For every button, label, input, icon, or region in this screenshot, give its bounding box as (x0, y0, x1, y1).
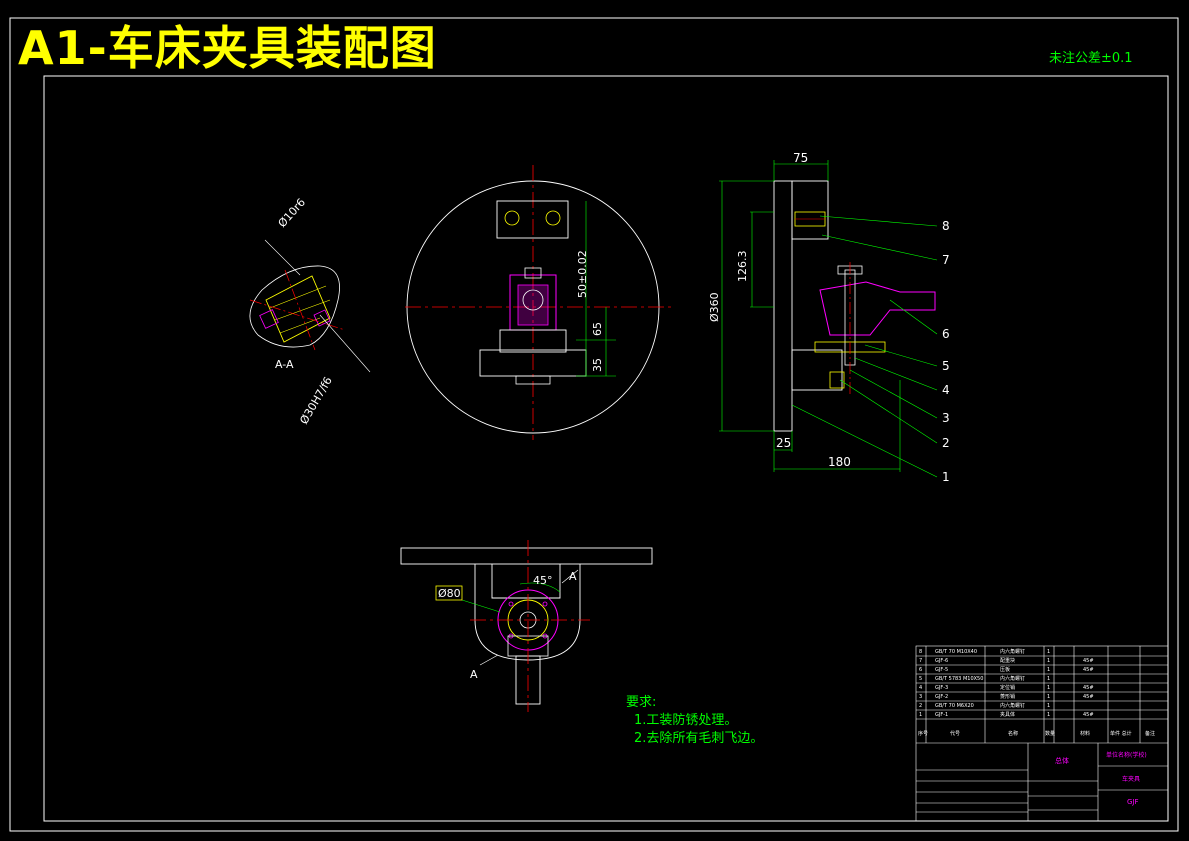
part-mat: 45# (1083, 712, 1094, 718)
part-mat: 45# (1083, 658, 1094, 664)
sheet-border (9, 17, 1179, 832)
part-code: GJF-6 (935, 658, 948, 664)
part-no: 6 (919, 667, 922, 673)
part-no: 5 (919, 676, 922, 682)
tolerance-note: 未注公差±0.1 (1049, 51, 1133, 66)
part-name: 菱形销 (1000, 693, 1015, 700)
part-code: GJF-5 (935, 667, 948, 673)
section-a-a-view (249, 239, 371, 373)
technical-requirements: 要求: 1.工装防锈处理。 2.去除所有毛刺飞边。 (626, 694, 763, 748)
balloon-6: 6 (942, 327, 950, 341)
part-qty: 1 (1047, 667, 1050, 673)
requirement-item: 2.去除所有毛刺飞边。 (634, 731, 764, 746)
dim-section-dia-top: Ø10r6 (276, 196, 309, 230)
part-no: 3 (919, 694, 922, 700)
section-label: A-A (275, 358, 294, 371)
balloon-2: 2 (942, 436, 950, 450)
dim-side-75: 75 (793, 151, 808, 165)
drawing-name: 车夹具 (1122, 775, 1140, 783)
part-qty: 1 (1047, 649, 1050, 655)
part-name: 定位销 (1000, 684, 1015, 691)
section-mark-a-bottom: A (470, 668, 478, 681)
balloon-8: 8 (942, 219, 950, 233)
dim-front-65: 65 (591, 322, 604, 336)
dim-bottom-dia: Ø80 (438, 587, 461, 600)
part-mat: 45# (1083, 667, 1094, 673)
front-view (405, 165, 675, 440)
part-qty: 1 (1047, 685, 1050, 691)
requirements-heading: 要求: (626, 695, 657, 710)
dim-section-dia-bottom: Ø30H7/f6 (297, 375, 335, 427)
header-qty: 数量 (1045, 730, 1055, 737)
assembly-name: 总体 (1055, 756, 1069, 765)
part-name: 夹具体 (1000, 711, 1015, 718)
header-name: 名称 (1008, 730, 1018, 737)
header-code: 代号 (950, 730, 960, 737)
header-note: 备注 (1145, 730, 1155, 737)
part-no: 7 (919, 658, 922, 664)
dim-side-dia: Ø360 (708, 292, 721, 322)
part-code: GB/T 5783 M10X50 (935, 676, 983, 682)
part-no: 8 (919, 649, 922, 655)
header-weight: 单件 总计 (1110, 730, 1132, 737)
dim-side-126: 126.3 (736, 251, 749, 283)
part-qty: 1 (1047, 703, 1050, 709)
requirement-item: 1.工装防锈处理。 (634, 713, 738, 728)
part-no: 1 (919, 712, 922, 718)
header-no: 序号 (918, 730, 928, 737)
dim-front-position: 50±0.02 (576, 250, 589, 298)
part-name: 内六角螺钉 (1000, 648, 1025, 655)
part-no: 2 (919, 703, 922, 709)
part-name: 压板 (1000, 666, 1010, 673)
balloon-1: 1 (942, 470, 950, 484)
dim-side-180: 180 (828, 455, 851, 469)
part-qty: 1 (1047, 712, 1050, 718)
balloon-7: 7 (942, 253, 950, 267)
part-code: GB/T 70 M6X20 (935, 703, 974, 709)
part-mat: 45# (1083, 685, 1094, 691)
dim-front-35: 35 (591, 358, 604, 372)
part-qty: 1 (1047, 658, 1050, 664)
sheet-title: A1-车床夹具装配图 (18, 21, 437, 75)
balloon-5: 5 (942, 359, 950, 373)
balloon-3: 3 (942, 411, 950, 425)
balloon-4: 4 (942, 383, 950, 397)
part-name: 内六角螺钉 (1000, 675, 1025, 682)
part-code: GJF-3 (935, 685, 948, 691)
part-qty: 1 (1047, 676, 1050, 682)
section-mark-a-top: A (569, 570, 577, 583)
title-block (915, 645, 1169, 822)
unit-name: 单位名称(学校) (1106, 751, 1147, 759)
part-code: GJF-1 (935, 712, 948, 718)
part-name: 内六角螺钉 (1000, 702, 1025, 709)
part-qty: 1 (1047, 694, 1050, 700)
dim-side-25: 25 (776, 436, 791, 450)
part-no: 4 (919, 685, 922, 691)
header-mat: 材料 (1080, 730, 1090, 737)
parts-list: 8 GB/T 70 M10X40 内六角螺钉 1 7 GJF-6 配重块 1 4… (918, 648, 1155, 737)
part-mat: 45# (1083, 694, 1094, 700)
part-code: GB/T 70 M10X40 (935, 649, 977, 655)
drawing-code: GJF (1127, 798, 1139, 806)
inner-border (43, 75, 1169, 822)
dim-bottom-angle: 45° (533, 574, 553, 587)
part-code: GJF-2 (935, 694, 948, 700)
bottom-view (400, 540, 653, 712)
side-view (719, 160, 938, 478)
part-name: 配重块 (1000, 657, 1015, 664)
